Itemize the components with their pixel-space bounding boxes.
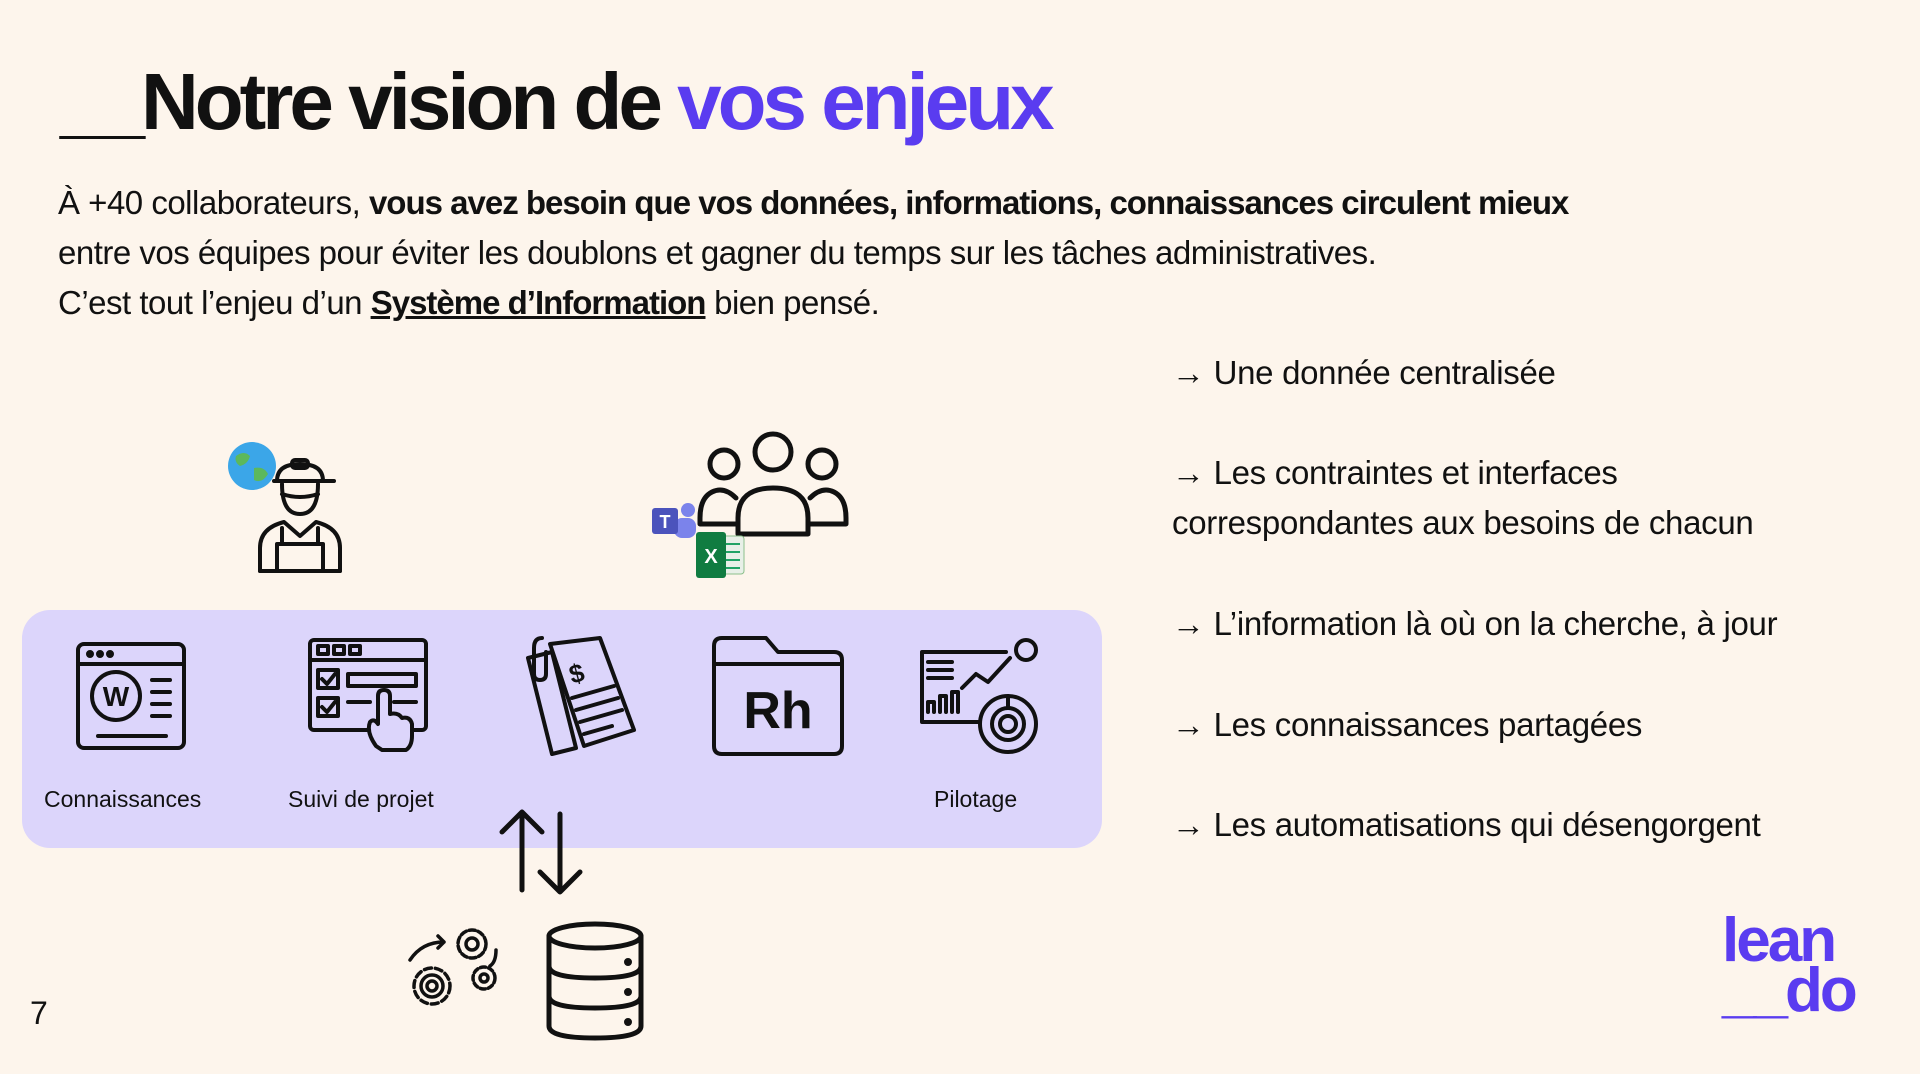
point-constraints: → Les contraintes et interfaces (1172, 454, 1618, 491)
hr-letters: Rh (743, 682, 812, 740)
intro-text-3: C’est tout l’enjeu d’un (58, 284, 371, 321)
tools-panel (22, 610, 1102, 848)
logo-line-1: lean (1722, 906, 1837, 975)
teams-icon: T (652, 503, 696, 538)
globe-icon (228, 442, 276, 490)
label-knowledge: Connaissances (44, 786, 202, 812)
intro-bold: vous avez besoin que vos données, inform… (368, 184, 1569, 221)
intro-text-4: bien pensé. (705, 284, 880, 321)
excel-letter: X (704, 546, 718, 568)
title-accent: vos enjeux (677, 57, 1055, 146)
intro-text-1: À +40 collaborateurs, (58, 184, 369, 221)
hr-folder-icon[interactable]: Rh (710, 634, 846, 758)
label-pilotage: Pilotage (934, 786, 1018, 812)
wiki-icon[interactable]: W (74, 640, 188, 752)
team-icon (697, 431, 849, 537)
point-knowledge: → Les connaissances partagées (1172, 706, 1643, 743)
database-icon (546, 921, 644, 1041)
project-tracking-icon[interactable] (306, 636, 430, 754)
leando-logo: lean __do (1722, 906, 1862, 1025)
point-centralized-data: → Une donnée centralisée (1172, 354, 1556, 391)
dashboard-icon[interactable] (918, 636, 1044, 756)
invoice-icon[interactable]: $ (522, 634, 638, 760)
intro-paragraph: À +40 collaborateurs, vous avez besoin q… (58, 178, 1638, 328)
point-information: → L’information là où on la cherche, à j… (1172, 605, 1778, 642)
sync-arrows-icon (499, 809, 583, 895)
intro-text-2: entre vos équipes pour éviter les doublo… (58, 234, 1377, 271)
invoice-symbol: $ (566, 657, 588, 690)
gears-icon (408, 928, 498, 1006)
label-project-tracking: Suivi de projet (288, 786, 434, 812)
wiki-letter: W (103, 681, 130, 712)
point-constraints-cont: correspondantes aux besoins de chacun (1172, 504, 1754, 541)
point-automation: → Les automatisations qui désengorgent (1172, 806, 1761, 843)
si-link[interactable]: Système d’Information (370, 284, 707, 321)
title-prefix: __Notre vision de (60, 57, 678, 146)
page-number: 7 (30, 995, 48, 1031)
logo-line-2: __do (1722, 956, 1858, 1025)
page-title: __Notre vision de vos enjeux (60, 62, 1055, 142)
worker-icon (258, 458, 342, 573)
teams-letter: T (660, 512, 671, 532)
excel-icon: X (696, 532, 745, 578)
